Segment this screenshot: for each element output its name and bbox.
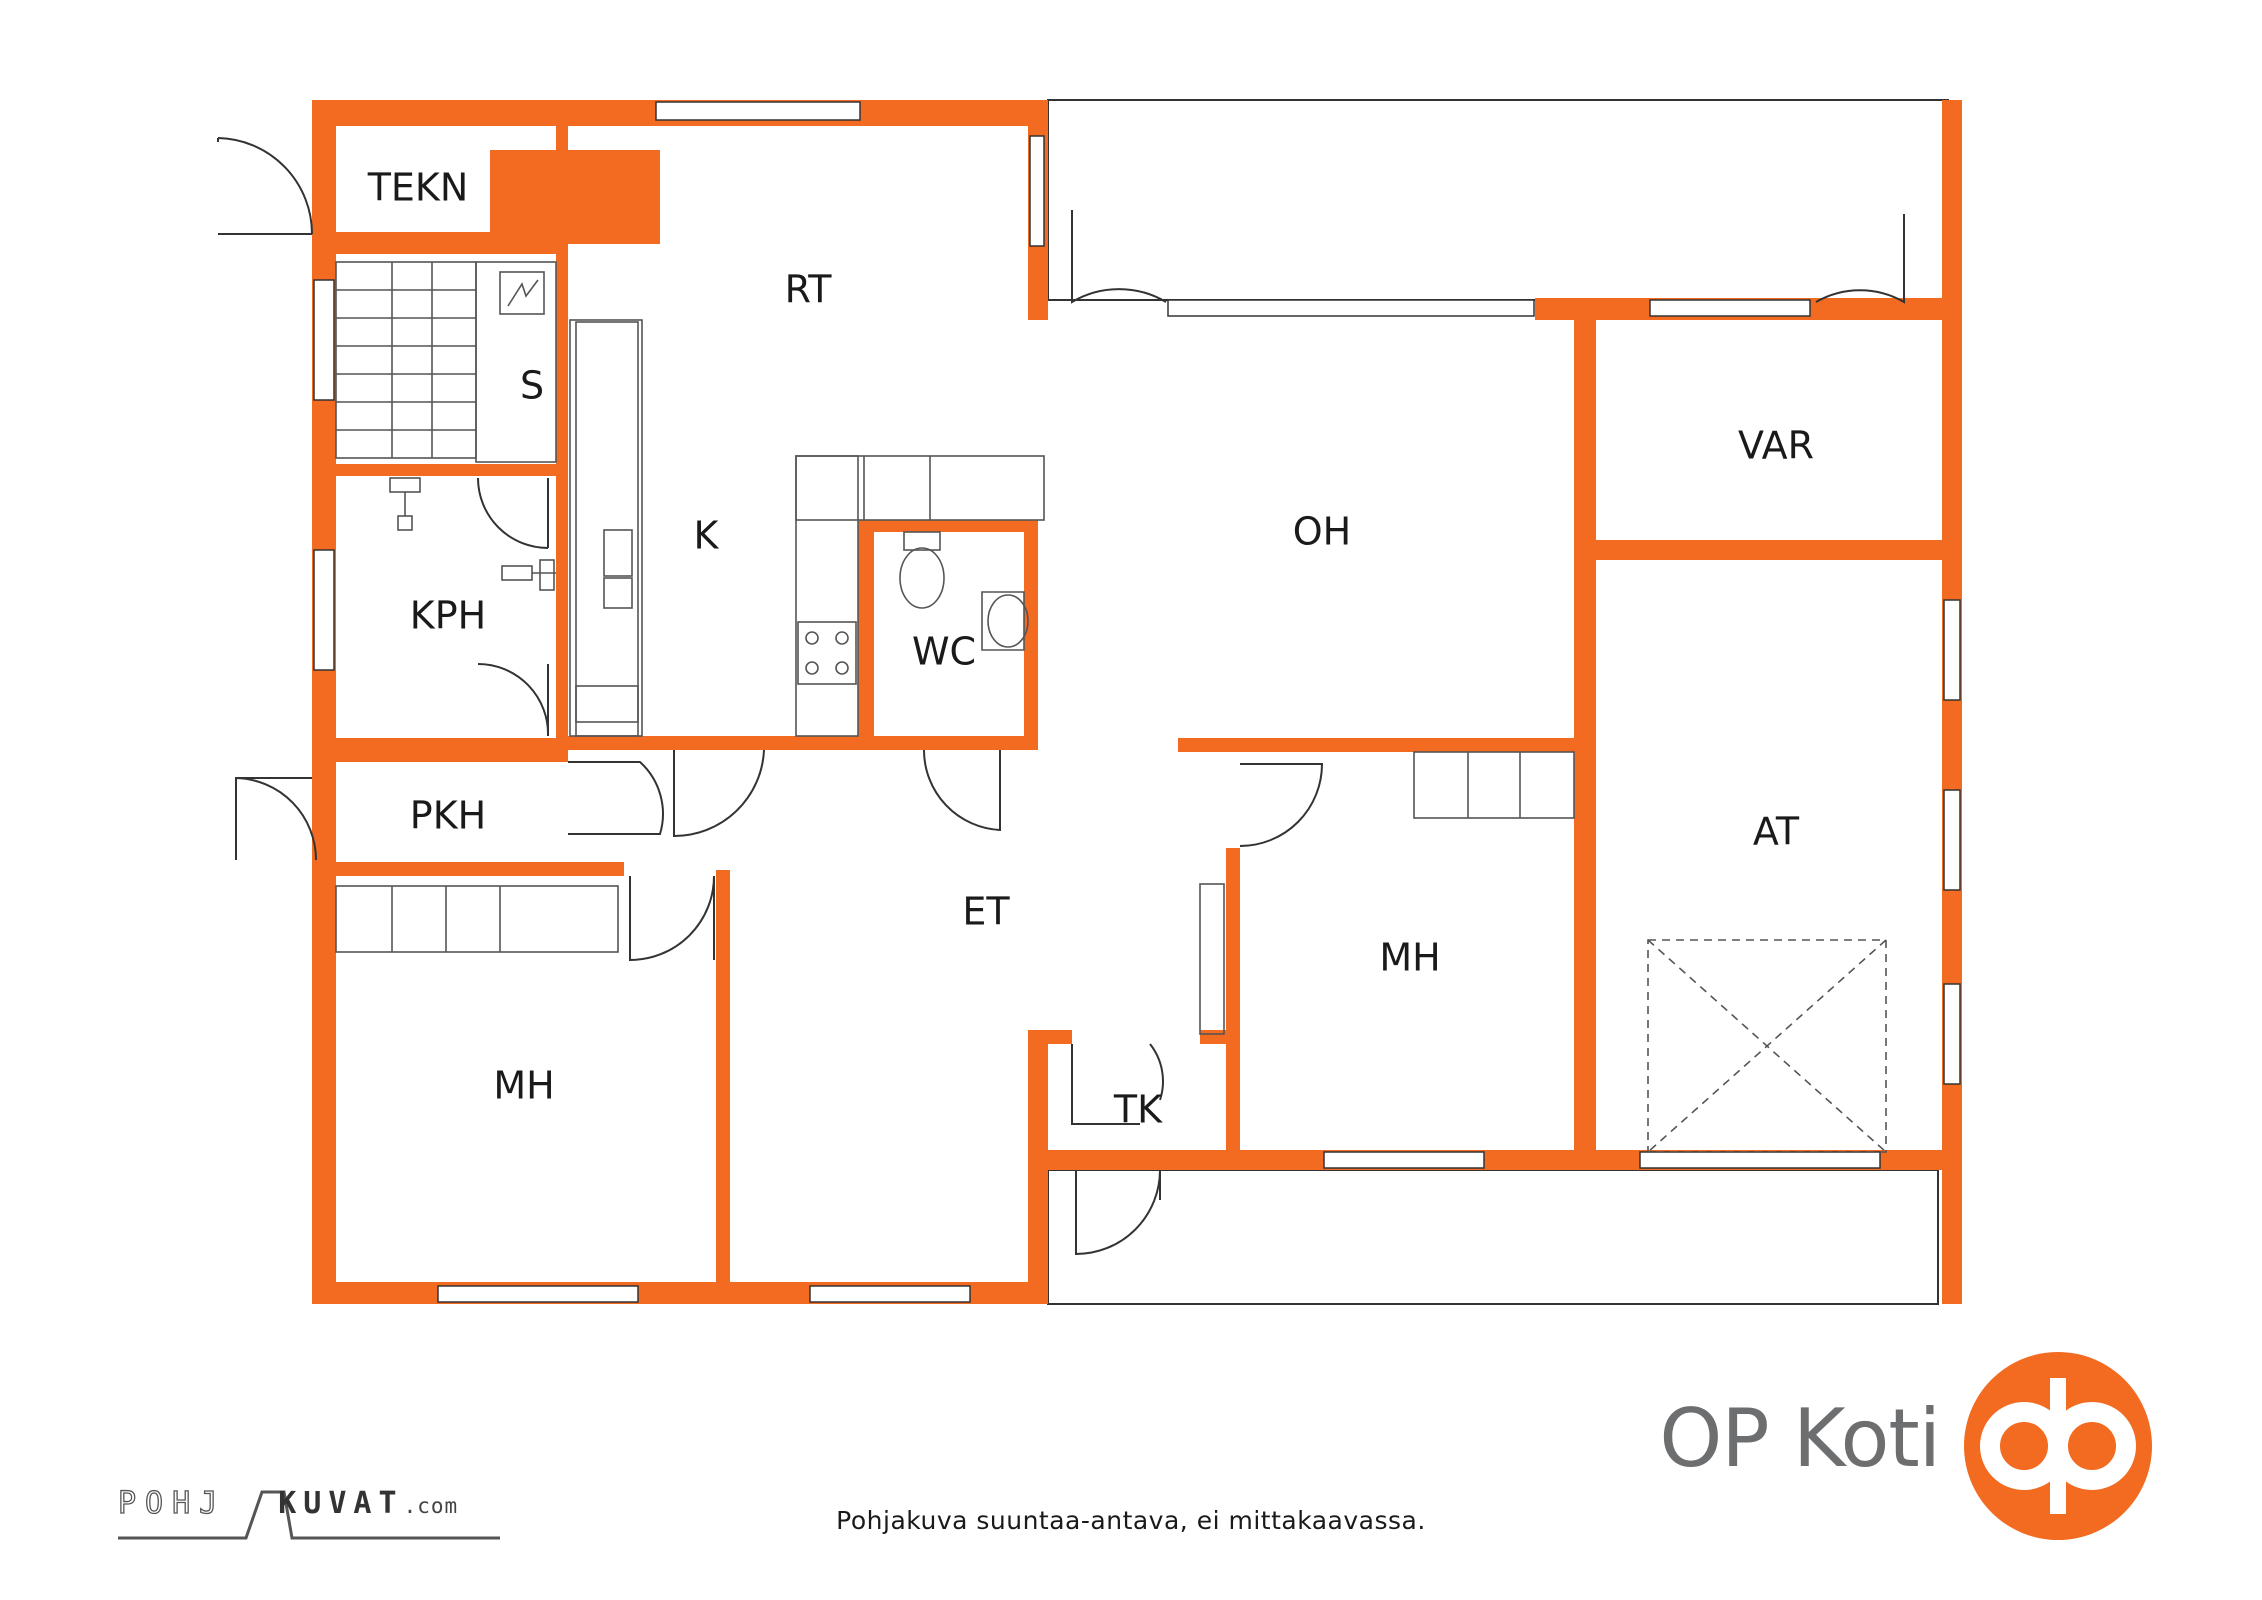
- fixtures: [335, 261, 1887, 1153]
- room-label-pkh: PKH: [410, 794, 486, 838]
- room-label-tk: TK: [1113, 1088, 1163, 1132]
- room-label-tekn: TEKN: [367, 166, 469, 210]
- room-label-rt: RT: [785, 268, 833, 312]
- window: [1943, 983, 1961, 1085]
- wall-mh-right-west: [1226, 848, 1240, 1170]
- window: [1323, 1151, 1485, 1169]
- door-terrace-right: [1815, 214, 1905, 304]
- window: [313, 279, 335, 401]
- sink-icon: [981, 591, 1029, 651]
- room-label-oh: OH: [1293, 510, 1351, 554]
- toilet-icon: [899, 531, 945, 609]
- room-labels: TEKN RT S K KPH WC OH VAR PKH ET AT MH M…: [367, 166, 1814, 1132]
- window: [437, 1285, 639, 1303]
- wall-tk-top: [1028, 1030, 1072, 1044]
- room-label-mh-left: MH: [493, 1064, 554, 1108]
- window: [809, 1285, 971, 1303]
- wall-stair-bottom: [336, 464, 556, 476]
- kitchen-island: [795, 455, 1045, 737]
- doors: [217, 137, 1905, 1256]
- door-tekn-outside: [217, 137, 313, 235]
- wall-wc-east: [1024, 520, 1038, 750]
- door-gap-at-garage: [1639, 1151, 1881, 1169]
- room-label-mh-right: MH: [1379, 936, 1440, 980]
- door-bottom-exit: [1075, 1169, 1161, 1256]
- wall-mh-left-east: [716, 870, 730, 1304]
- garage-opening: [1647, 939, 1887, 1153]
- top-terrace: [1047, 99, 1949, 301]
- wall-tk-bottom: [1028, 1150, 1072, 1170]
- window: [1943, 599, 1961, 701]
- op-logo-icon: [1964, 1352, 2152, 1540]
- window: [1943, 789, 1961, 891]
- hall-cabinet: [1199, 883, 1225, 1035]
- disclaimer-caption: Pohjakuva suuntaa-antava, ei mittakaavas…: [836, 1506, 1426, 1535]
- wall-var-west: [1574, 300, 1596, 550]
- glazed-wall: [1167, 299, 1535, 317]
- wall-kitchen-south: [568, 736, 1038, 750]
- staircase: [335, 261, 557, 463]
- door-stair: [477, 477, 549, 549]
- door-wc: [922, 749, 1001, 832]
- door-terrace-left: [1071, 210, 1167, 304]
- door-mh-right: [1239, 763, 1324, 847]
- window: [313, 549, 335, 671]
- wall-tk-east: [1200, 1030, 1240, 1044]
- door-pkh: [568, 761, 664, 835]
- windows: [313, 101, 1961, 1303]
- wall-mh-left-top: [312, 862, 624, 876]
- wall-tekn-east: [556, 100, 568, 740]
- kitchen-counter: [569, 319, 643, 737]
- bottom-terrace: [1047, 1169, 1939, 1305]
- credit-logo: POHJ KUVAT.com: [117, 1485, 459, 1521]
- wall-right: [1942, 100, 1962, 1304]
- room-label-var: VAR: [1738, 424, 1814, 468]
- brand-name: OP Koti: [1659, 1392, 1941, 1485]
- electrical-panel-icon: [499, 271, 545, 315]
- wall-wc-west: [858, 520, 874, 750]
- wall-chimney: [490, 150, 660, 244]
- wall-kph-bottom: [312, 738, 568, 762]
- door-pkh-outside: [235, 777, 317, 861]
- window: [655, 101, 861, 121]
- wall-oh-mh-divider: [1178, 738, 1578, 752]
- credit-part2: KUVAT: [278, 1486, 404, 1521]
- wardrobe-left: [335, 885, 619, 953]
- credit-part3: .com: [403, 1494, 459, 1518]
- room-label-k: K: [694, 514, 720, 558]
- door-kitchen: [673, 749, 765, 838]
- wall-var-bottom: [1596, 540, 1962, 560]
- window: [1649, 299, 1811, 317]
- terrace-outlines: [1047, 99, 1949, 1305]
- room-label-kph: KPH: [410, 594, 486, 638]
- stove-icon: [797, 621, 857, 685]
- room-label-at: AT: [1753, 810, 1800, 854]
- door-mh-left: [629, 875, 715, 962]
- shower-icon: [389, 477, 556, 591]
- kitchen-sink-icon: [603, 529, 633, 577]
- room-label-et: ET: [962, 890, 1010, 934]
- door-kph: [477, 663, 550, 737]
- credit-underline: [118, 1490, 500, 1540]
- wall-wc-top: [858, 520, 1034, 532]
- door-tk: [1071, 1043, 1164, 1125]
- room-label-wc: WC: [912, 630, 976, 674]
- wardrobe-right: [1413, 751, 1575, 819]
- window: [1029, 135, 1045, 247]
- room-label-s: S: [520, 364, 544, 408]
- credit-part1: POHJ: [117, 1485, 227, 1521]
